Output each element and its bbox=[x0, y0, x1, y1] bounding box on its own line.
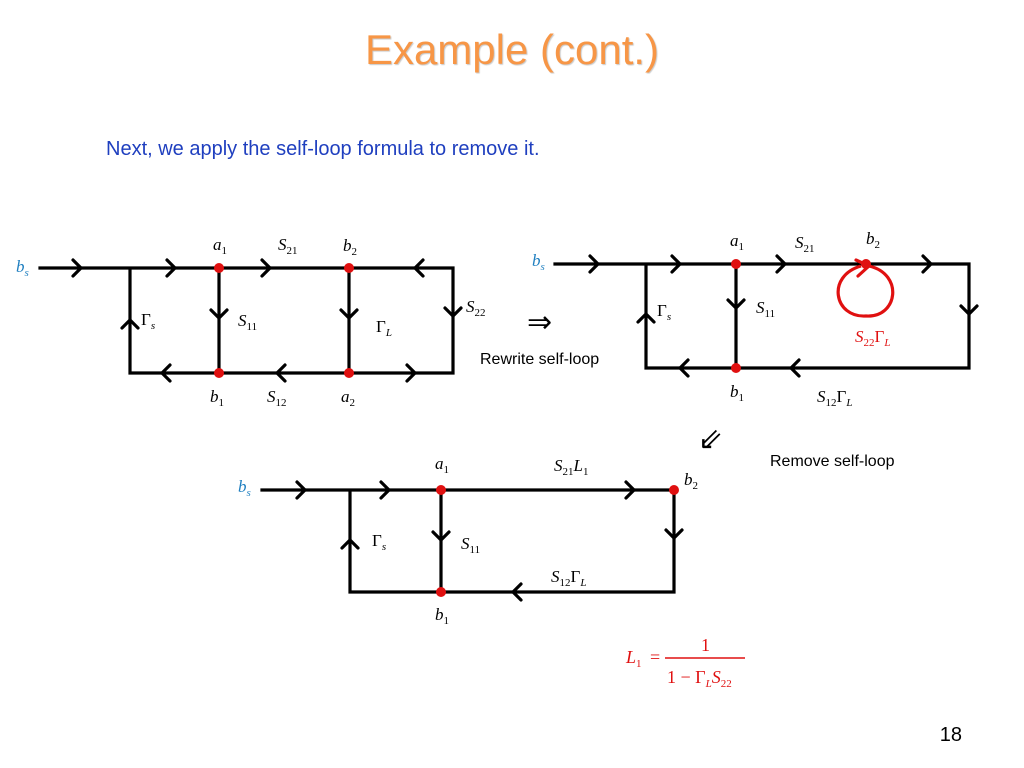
graph3-label-b2: b2 bbox=[684, 470, 698, 492]
graph1-arrow-s21 bbox=[260, 258, 272, 278]
graph2-arrow-s11-down bbox=[726, 298, 746, 310]
graph3-arrow-top1 bbox=[379, 480, 391, 500]
graph1-label-a1: a1 bbox=[213, 235, 227, 257]
implies-right-arrow: ⇒ bbox=[527, 305, 552, 340]
graph1-arrow-gamma-l-down bbox=[339, 308, 359, 320]
graph1-label-s22: S22 bbox=[466, 297, 486, 319]
graph2-label-gamma-s: Γs bbox=[657, 301, 671, 323]
flow-graph-reduced: bs a1 b2 b1 S21L1 S11 Γs S12ΓL bbox=[238, 454, 698, 627]
formula-equals: = bbox=[650, 647, 660, 667]
formula-denominator: 1 − ΓLS22 bbox=[667, 667, 732, 690]
graph2-arrow-top1 bbox=[670, 254, 682, 274]
graph3-label-gamma-s: Γs bbox=[372, 531, 386, 553]
page-number: 18 bbox=[939, 724, 962, 746]
slide-subtitle: Next, we apply the self-loop formula to … bbox=[106, 138, 540, 160]
graph2-label-s11: S11 bbox=[756, 298, 775, 320]
graph1-node-b1 bbox=[214, 368, 224, 378]
graph1-label-gamma-l: ΓL bbox=[376, 317, 392, 339]
graph1-arrow-s22 bbox=[443, 306, 463, 318]
implies-down-arrow: ⇙ bbox=[698, 422, 723, 457]
formula-numerator: 1 bbox=[701, 635, 710, 655]
graph3-arrow-gamma-s bbox=[340, 538, 360, 550]
graph1-arrow-bottom-right bbox=[405, 363, 417, 383]
graph1-arrow-top-right bbox=[413, 258, 425, 278]
graph3-arrow-s11-down bbox=[431, 530, 451, 542]
graph2-arrow-bottom-left bbox=[678, 358, 690, 378]
slide-title: Example (cont.) bbox=[364, 26, 660, 73]
graph3-arrow-s21-l1 bbox=[624, 480, 636, 500]
graph1-label-s11: S11 bbox=[238, 311, 257, 333]
flow-graph-original: bs a1 b2 b1 a2 S21 S11 S22 S12 Γs ΓL bbox=[16, 235, 486, 409]
graph2-arrow-top-right bbox=[921, 254, 933, 274]
graph2-label-s12-gamma-l: S12ΓL bbox=[817, 387, 852, 409]
graph3-outer-loop bbox=[260, 488, 676, 594]
graph2-label-s21: S21 bbox=[795, 233, 815, 255]
graph2-label-bs: bs bbox=[532, 251, 545, 273]
graph2-node-b2 bbox=[861, 259, 871, 269]
graph1-label-s12: S12 bbox=[267, 387, 287, 409]
flow-graph-rewritten: bs a1 b2 b1 S21 S11 Γs S22ΓL S12ΓL bbox=[532, 229, 979, 409]
graph1-arrow-top1 bbox=[165, 258, 177, 278]
graph3-node-a1 bbox=[436, 485, 446, 495]
graph2-node-b1 bbox=[731, 363, 741, 373]
graph1-arrow-source bbox=[71, 258, 83, 278]
graph2-label-a1: a1 bbox=[730, 231, 744, 253]
graph2-arrow-source bbox=[588, 254, 600, 274]
graph2-arrow-right-down bbox=[959, 304, 979, 316]
graph1-label-b1: b1 bbox=[210, 387, 224, 409]
graph2-label-b2: b2 bbox=[866, 229, 880, 251]
graph2-arrow-bottom bbox=[789, 358, 801, 378]
graph1-label-gamma-s: Γs bbox=[141, 310, 155, 332]
graph2-node-a1 bbox=[731, 259, 741, 269]
graph3-label-b1: b1 bbox=[435, 605, 449, 627]
graph1-node-a2 bbox=[344, 368, 354, 378]
graph1-node-a1 bbox=[214, 263, 224, 273]
graph1-outer-loop bbox=[38, 266, 455, 375]
graph3-arrow-s12-gamma-l bbox=[511, 582, 523, 602]
graph1-label-a2: a2 bbox=[341, 387, 355, 409]
graph1-arrow-bottom-left bbox=[160, 363, 172, 383]
formula-lhs: L1 bbox=[625, 647, 642, 670]
graph2-outer-loop bbox=[553, 262, 971, 370]
graph3-node-b1 bbox=[436, 587, 446, 597]
graph3-label-a1: a1 bbox=[435, 454, 449, 476]
caption-remove-self-loop: Remove self-loop bbox=[770, 453, 895, 470]
graph3-label-bs: bs bbox=[238, 477, 251, 499]
graph3-label-s12-gamma-l: S12ΓL bbox=[551, 567, 586, 589]
graph3-arrow-source bbox=[295, 480, 307, 500]
graph1-label-s21: S21 bbox=[278, 235, 298, 257]
graph1-label-b2: b2 bbox=[343, 236, 357, 258]
graph1-label-bs: bs bbox=[16, 257, 29, 279]
graph1-arrow-s11-down bbox=[209, 308, 229, 320]
caption-rewrite-self-loop: Rewrite self-loop bbox=[480, 351, 600, 368]
graph1-arrow-s12 bbox=[275, 363, 287, 383]
graph2-label-b1: b1 bbox=[730, 382, 744, 404]
loop-formula: L1 = 1 1 − ΓLS22 bbox=[625, 635, 745, 690]
graph2-label-s22-gamma-l: S22ΓL bbox=[855, 327, 890, 349]
graph1-arrow-gamma-s bbox=[120, 318, 140, 330]
graph3-node-b2 bbox=[669, 485, 679, 495]
graph2-arrow-s21 bbox=[775, 254, 787, 274]
graph2-arrow-gamma-s bbox=[636, 312, 656, 324]
graph1-node-b2 bbox=[344, 263, 354, 273]
graph2-self-loop bbox=[836, 264, 895, 318]
graph3-arrow-right-down bbox=[664, 528, 684, 540]
graph3-label-s21-l1: S21L1 bbox=[554, 456, 588, 478]
graph3-label-s11: S11 bbox=[461, 534, 480, 556]
